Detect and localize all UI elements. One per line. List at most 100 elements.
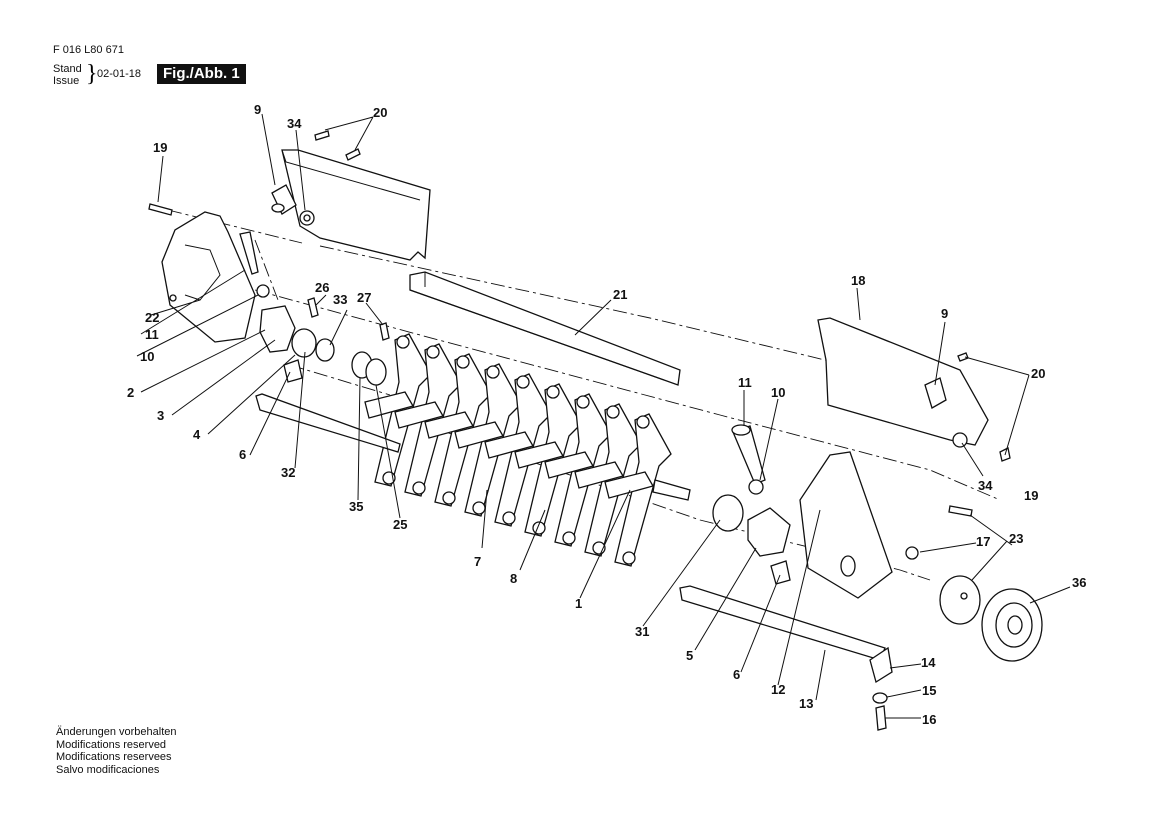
part-label-18: 18 xyxy=(851,273,865,288)
axis-left xyxy=(254,239,279,301)
stand-issue-label: Stand Issue xyxy=(53,63,82,87)
part-label-7: 7 xyxy=(474,554,481,569)
part-label-4: 4 xyxy=(193,427,201,442)
document-code: F 016 L80 671 xyxy=(53,44,124,56)
part-label-1: 1 xyxy=(575,596,582,611)
part-label-34: 34 xyxy=(978,478,993,493)
note-de: Änderungen vorbehalten xyxy=(56,726,177,738)
part-label-25: 25 xyxy=(393,517,407,532)
tine-9 xyxy=(604,413,672,567)
part-label-6: 6 xyxy=(239,447,246,462)
wheel-hub-23 xyxy=(939,575,981,625)
top-cover-left xyxy=(281,149,431,261)
right-plate-hole xyxy=(840,555,856,577)
alignment-axes xyxy=(167,209,1001,581)
left-side-plate xyxy=(161,211,256,343)
bottom-bar-left xyxy=(255,393,401,453)
left-side-plate-detail xyxy=(184,244,221,301)
washer-15 xyxy=(872,692,888,704)
ring-33 xyxy=(315,338,335,362)
part-label-17: 17 xyxy=(976,534,990,549)
screw-16 xyxy=(875,705,887,731)
part-label-16: 16 xyxy=(922,712,936,727)
part-label-34: 34 xyxy=(287,116,302,131)
part-label-35: 35 xyxy=(349,499,363,514)
top-cover-left-edge xyxy=(281,149,421,201)
bushing-9-left xyxy=(271,184,297,215)
tine-assembly xyxy=(364,333,672,567)
pin-6-right xyxy=(770,560,791,585)
part-label-8: 8 xyxy=(510,571,517,586)
part-label-19: 19 xyxy=(153,140,167,155)
note-en: Modifications reserved xyxy=(56,738,167,751)
part-label-19: 19 xyxy=(1024,488,1038,503)
bearing-32 xyxy=(291,328,317,358)
part-label-12: 12 xyxy=(771,682,785,697)
nut-10-left xyxy=(256,284,270,298)
note-fr: Modifications reservees xyxy=(56,751,172,763)
pivot-block-left xyxy=(259,305,296,353)
axis-lower xyxy=(289,364,931,581)
part-label-14: 14 xyxy=(921,655,936,670)
bushing-9-right xyxy=(924,377,947,409)
part-label-27: 27 xyxy=(357,290,371,305)
part-label-9: 9 xyxy=(941,306,948,321)
part-label-22: 22 xyxy=(145,310,159,325)
part-label-33: 33 xyxy=(333,292,347,307)
part-label-31: 31 xyxy=(635,624,649,639)
left-plate-hole xyxy=(169,294,177,302)
footer-notes: Änderungen vorbehalten Modifications res… xyxy=(56,726,176,776)
part-label-13: 13 xyxy=(799,696,813,711)
screw-11-left xyxy=(239,231,259,275)
bushing-31 xyxy=(712,494,744,532)
spacer-34-right xyxy=(952,432,968,448)
part-label-23: 23 xyxy=(1009,531,1023,546)
part-label-9: 9 xyxy=(254,102,261,117)
nut-10-right xyxy=(748,479,764,495)
gear-wheel-36-hub xyxy=(1007,615,1023,635)
right-side-plate xyxy=(799,451,893,599)
brace-glyph: } xyxy=(86,61,98,87)
part-label-36: 36 xyxy=(1072,575,1086,590)
part-label-20: 20 xyxy=(1031,366,1045,381)
pin-26 xyxy=(307,297,319,318)
top-cover-right xyxy=(817,317,989,446)
part-label-15: 15 xyxy=(922,683,936,698)
shaft-end-thread xyxy=(652,479,691,501)
rail-21-edge xyxy=(409,272,665,381)
part-label-11: 11 xyxy=(738,375,752,390)
figure-label: Fig./Abb. 1 xyxy=(157,64,246,84)
part-label-26: 26 xyxy=(315,280,329,295)
part-label-10: 10 xyxy=(771,385,785,400)
spacer-34-left-hole xyxy=(303,214,311,222)
part-label-2: 2 xyxy=(127,385,134,400)
spacer-25 xyxy=(365,358,387,386)
axis-upper xyxy=(167,209,901,379)
part-label-11: 11 xyxy=(145,327,159,342)
issue-label: Issue xyxy=(53,75,80,87)
issue-date: 02-01-18 xyxy=(97,68,142,80)
screw-20-b xyxy=(345,148,361,161)
part-label-5: 5 xyxy=(686,648,693,663)
wheel-hub-23-hole xyxy=(960,592,968,600)
pivot-block-5 xyxy=(747,507,791,557)
part-label-3: 3 xyxy=(157,408,164,423)
pin-6-left xyxy=(283,359,303,383)
part-label-6: 6 xyxy=(733,667,740,682)
part-label-10: 10 xyxy=(140,349,154,364)
leader-lines xyxy=(136,113,1071,719)
part-label-32: 32 xyxy=(281,465,295,480)
axis-middle xyxy=(254,289,1001,501)
screw-20-a xyxy=(314,130,330,141)
screw-19-left xyxy=(148,203,173,216)
screw-11-right-head xyxy=(731,424,751,436)
part-label-20: 20 xyxy=(373,105,387,120)
stand-label: Stand xyxy=(53,63,82,75)
pin-27 xyxy=(379,322,390,341)
nut-17 xyxy=(905,546,919,560)
note-es: Salvo modificaciones xyxy=(56,763,160,776)
screw-19-right xyxy=(948,505,973,517)
part-label-21: 21 xyxy=(613,287,627,302)
